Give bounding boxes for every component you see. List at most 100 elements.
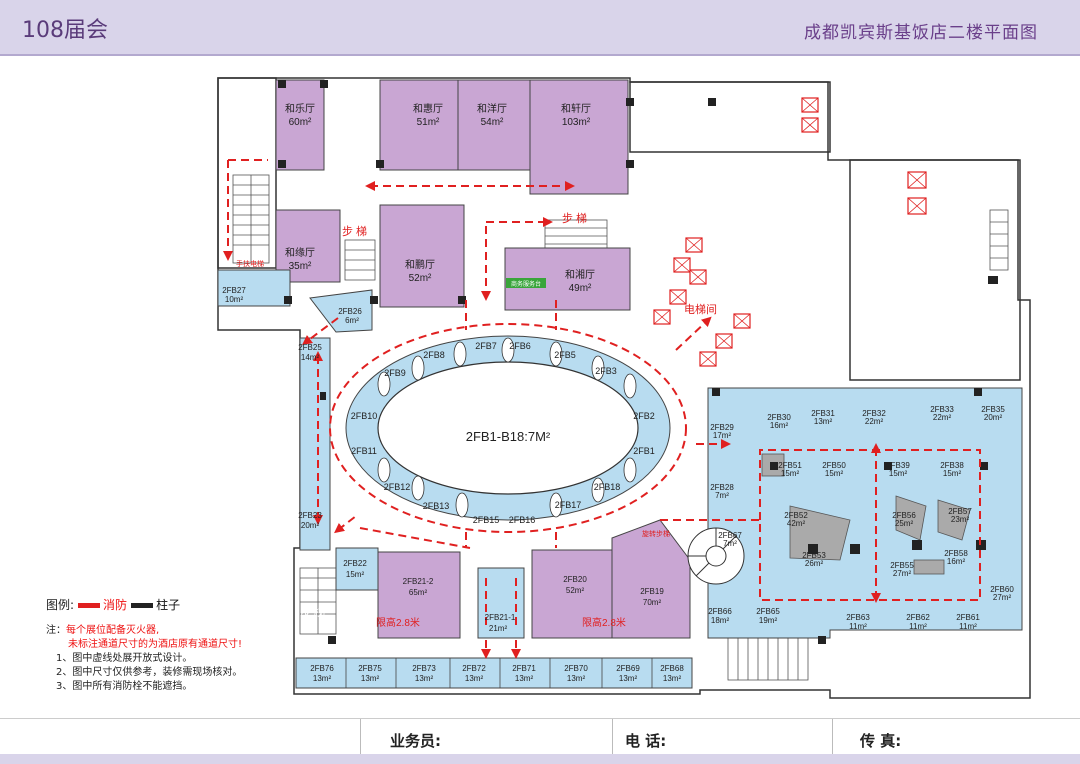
ring-booth: 2FB12 [384,482,411,492]
ring-booth: 2FB7 [475,341,497,351]
elevator-hall-label: 电梯间 [684,303,717,316]
booth-area: 52m² [566,586,585,595]
hall-area: 51m² [417,117,440,128]
booth-id: 2FB50 [822,461,846,470]
height-limit-label: 限高2.8米 [376,616,420,629]
booth-id: 2FB22 [343,559,367,568]
booth-id: 2FB60 [990,585,1014,594]
booth-area: 23m² [951,515,970,524]
booth-id: 2FB73 [412,664,436,673]
booth-id: 2FB20 [563,575,587,584]
notes-line-3: 3、图中所有消防栓不能遮挡。 [56,681,193,692]
hall-hepeng[interactable] [379,204,465,308]
booth-area: 13m² [619,674,638,683]
hall-heyang[interactable] [457,79,531,171]
booth-id: 2FB39 [886,461,910,470]
stairs-label: 步 梯 [342,225,367,238]
ring-booth: 2FB9 [384,368,406,378]
hall-area: 60m² [289,117,312,128]
booth-2fb21-2[interactable] [377,551,461,639]
ring-booth-labels: 2FB1 2FB2 2FB3 2FB5 2FB6 2FB7 2FB8 2FB9 … [351,341,655,525]
floor-plan-title: 成都凯宾斯基饭店二楼平面图 [804,23,1038,43]
booth-area: 16m² [770,421,789,430]
hall-name: 和乐厅 [285,103,315,115]
hall-area: 52m² [409,273,432,284]
booth-area: 13m² [465,674,484,683]
interior-structures [761,453,971,575]
booth-id: 2FB56 [892,511,916,520]
booth-area: 13m² [663,674,682,683]
booth-area: 7m² [723,539,737,548]
booth-area: 70m² [643,598,662,607]
booth-area: 20m² [984,413,1003,422]
booth-2fb19[interactable] [611,519,691,639]
hall-hele[interactable] [275,79,325,171]
booth-id: 2FB72 [462,664,486,673]
hall-labels: 和乐厅 60m² 和惠厅 51m² 和洋厅 54m² 和轩厅 103m² 和缘厅… [285,102,595,294]
booth-area: 15m² [781,469,800,478]
booth-area: 21m² [489,624,508,633]
evacuation-routes [223,159,981,659]
service-desk-label: 商务服务台 [511,280,541,288]
booth-id: 2FB65 [756,607,780,616]
booth-area: 13m² [313,674,332,683]
event-title: 108届会 [22,18,108,43]
notes-line-2: 2、图中尺寸仅供参考，装修需现场核对。 [56,667,243,678]
legend-title: 图例: [46,598,75,612]
booth-id: 2FB68 [660,664,684,673]
spiral-stairs-label: 旋转步梯 [642,529,670,538]
booth-area: 65m² [409,588,428,597]
sales-field: 业务员: [390,732,441,750]
booth-area: 15m² [346,570,365,579]
booth-area: 42m² [787,519,806,528]
booth-area: 22m² [865,417,884,426]
booth-id: 2FB76 [310,664,334,673]
booth-area: 26m² [805,559,824,568]
booth-area: 18m² [711,616,730,625]
booth-area: 27m² [993,593,1012,602]
ring-booth: 2FB16 [509,515,536,525]
booth-2fb20[interactable] [531,549,613,639]
legend-column-swatch [131,603,154,608]
booth-id: 2FB25 [298,343,322,352]
floor-plan: 和乐厅 60m² 和惠厅 51m² 和洋厅 54m² 和轩厅 103m² 和缘厅… [217,77,1031,699]
booth-area: 16m² [947,557,966,566]
booth-area: 22m² [933,413,952,422]
booth-id: 2FB26 [338,307,362,316]
service-desk [506,278,546,288]
booth-id: 2FB62 [906,613,930,622]
hall-area: 54m² [481,117,504,128]
footer-divider [612,719,613,754]
legend: 图例:消防柱子 [46,596,180,613]
ring-booth: 2FB17 [555,500,582,510]
booth-id: 2FB52 [784,511,808,520]
ring-booth: 2FB6 [509,341,531,351]
booth-id: 2FB63 [846,613,870,622]
ring-booth: 2FB1 [633,446,655,456]
notes-prefix: 注： [46,625,66,636]
height-limit-label: 限高2.8米 [582,616,626,629]
booth-id: 2FB27 [222,286,246,295]
booth-id: 2FB51 [778,461,802,470]
booth-id: 2FB57 [948,507,972,516]
booth-id: 2FB70 [564,664,588,673]
ring-booth: 2FB10 [351,411,378,421]
booth-id: 2FB31 [811,409,835,418]
booth-area: 13m² [814,417,833,426]
booth-area: 6m² [345,316,359,325]
ring-booth: 2FB3 [595,366,617,376]
booth-area: 13m² [567,674,586,683]
hall-name: 和鹏厅 [405,258,435,271]
booth-id: 2FB71 [512,664,536,673]
fax-field: 传 真: [860,732,902,750]
bottom-row-dividers [345,658,653,688]
ring-booth: 2FB2 [633,411,655,421]
legend-column-label: 柱子 [156,598,181,612]
booth-area: 15m² [825,469,844,478]
misc-labels: 步 梯 步 梯 步 梯 电梯间 手扶电梯 旋转步梯 限高2.8米 限高2.8米 [236,212,717,629]
booth-id: 2FB19 [640,587,664,596]
hall-hexuan[interactable] [529,79,629,195]
legend-fire-swatch [78,603,101,608]
hall-name: 和湘厅 [565,268,595,281]
booth-id: 2FB75 [358,664,382,673]
